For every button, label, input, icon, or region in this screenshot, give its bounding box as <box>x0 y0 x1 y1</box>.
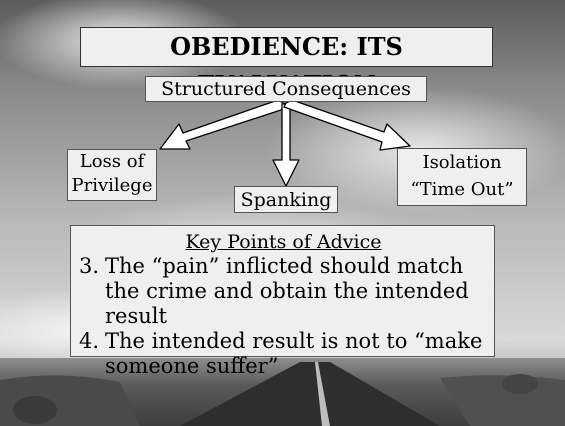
loss-line2: Privilege <box>71 175 153 196</box>
loss-of-privilege-box: Loss of Privilege <box>67 149 157 201</box>
advice-item: 3. The “pain” inflicted should match the… <box>79 254 488 329</box>
isolation-line1: Isolation <box>422 152 502 173</box>
spanking-box: Spanking <box>234 186 338 213</box>
advice-item-text: The intended result is not to “make some… <box>105 329 483 378</box>
isolation-line2: “Time Out” <box>410 179 514 200</box>
arrow-to-spanking <box>272 103 300 187</box>
slide-title: OBEDIENCE: ITS EVALUATION <box>80 27 493 99</box>
advice-item-number: 3. <box>79 254 100 278</box>
key-points-heading: Key Points of Advice <box>185 231 382 253</box>
loss-line1: Loss of <box>79 151 145 172</box>
advice-item: 4. The intended result is not to “make s… <box>79 329 488 379</box>
key-points-box: Key Points of Advice 3. The “pain” infli… <box>70 225 495 378</box>
road-image <box>0 362 565 426</box>
structured-consequences-box: Structured Consequences <box>145 76 427 102</box>
arrow-to-loss-of-privilege <box>159 99 291 150</box>
isolation-time-out-box: Isolation “Time Out” <box>397 148 527 206</box>
arrow-to-isolation <box>283 99 411 151</box>
advice-item-number: 4. <box>79 329 100 353</box>
advice-item-text: The “pain” inflicted should match the cr… <box>105 254 469 328</box>
